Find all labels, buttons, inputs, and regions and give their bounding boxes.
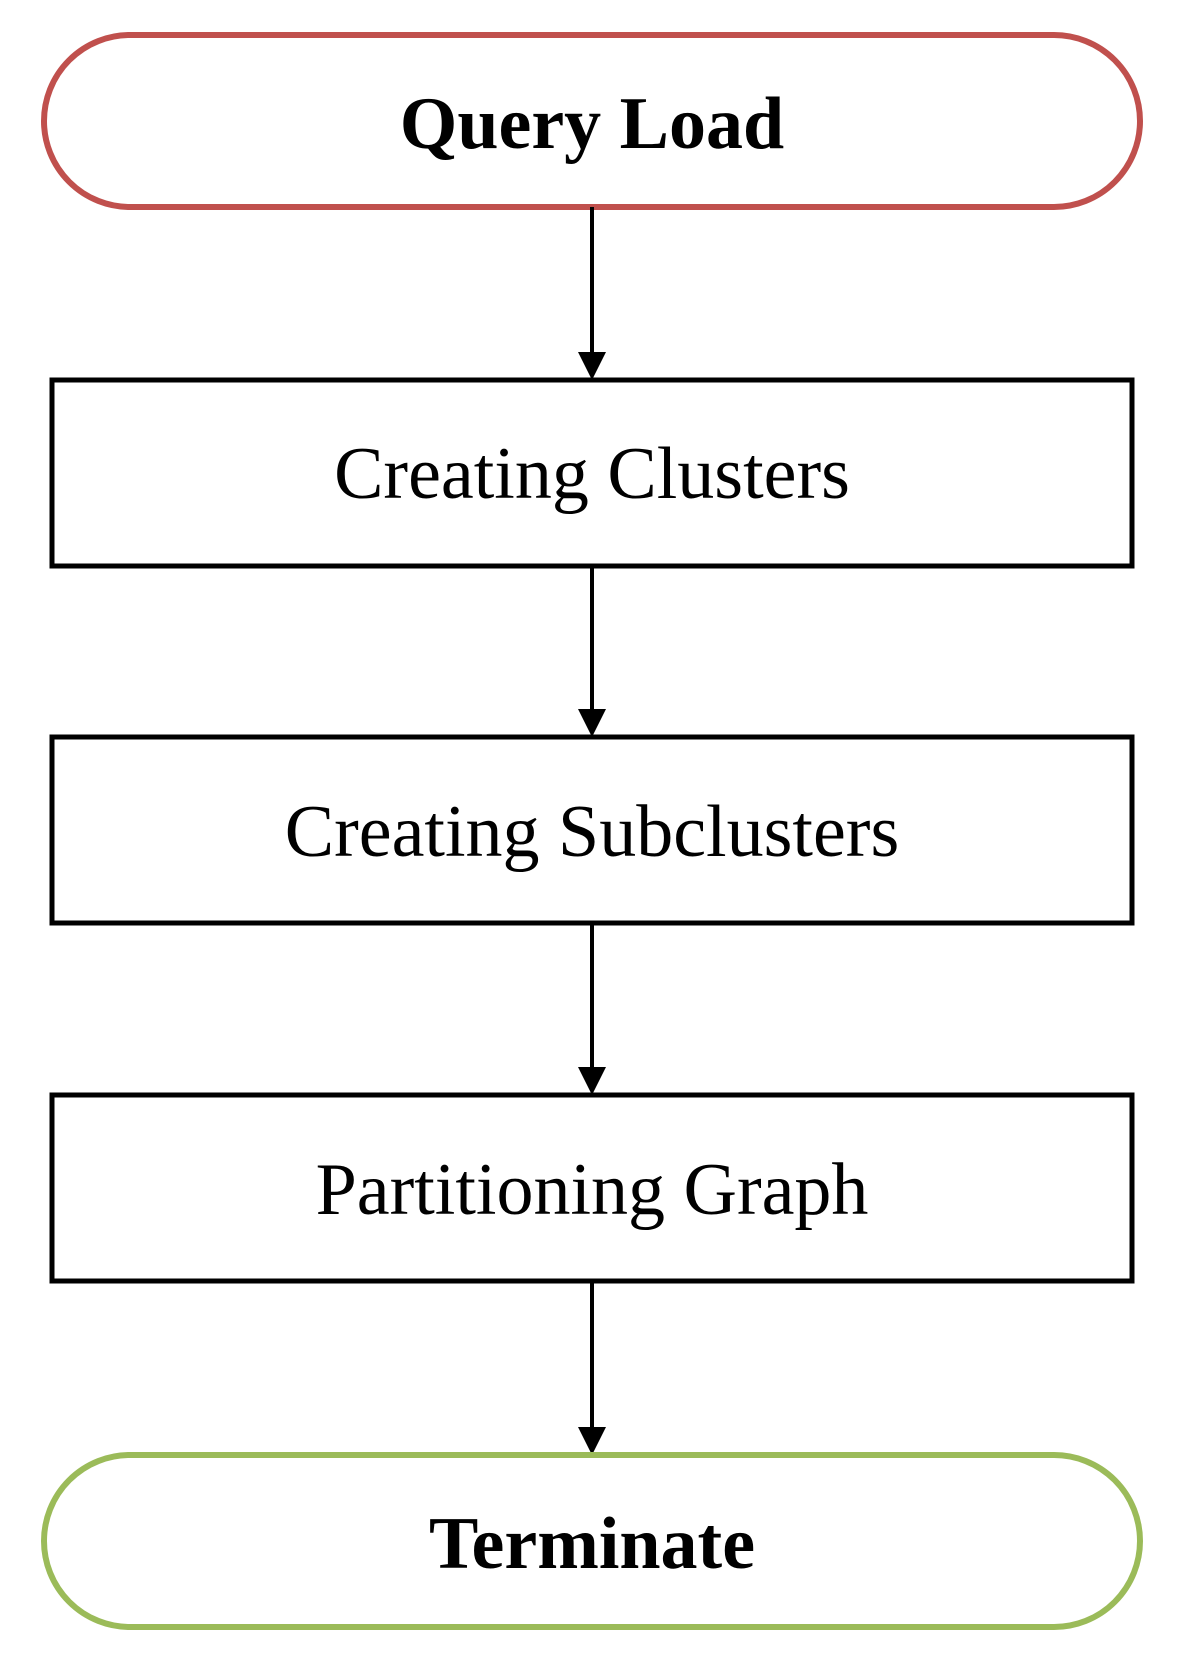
step-creating-clusters: Creating Clusters (49, 377, 1135, 569)
arrow-step-1-to-step-2 (578, 566, 606, 737)
step-partitioning-graph: Partitioning Graph (49, 1092, 1135, 1284)
step-3-box (49, 1092, 1135, 1284)
step-creating-subclusters: Creating Subclusters (49, 734, 1135, 926)
step-2-label: Creating Subclusters (285, 791, 900, 873)
step-1-box (49, 377, 1135, 569)
arrow-step-3-to-end (578, 1281, 606, 1455)
arrow-start-to-step-1 (578, 207, 606, 380)
step-1-label: Creating Clusters (334, 433, 850, 515)
arrow-step-2-to-step-3 (578, 923, 606, 1095)
start-node: Query Load (41, 32, 1143, 210)
step-3-label: Partitioning Graph (316, 1149, 869, 1231)
end-label: Terminate (429, 1503, 755, 1585)
start-label: Query Load (400, 83, 784, 165)
end-terminal-shape (41, 1452, 1143, 1630)
end-node: Terminate (41, 1452, 1143, 1630)
